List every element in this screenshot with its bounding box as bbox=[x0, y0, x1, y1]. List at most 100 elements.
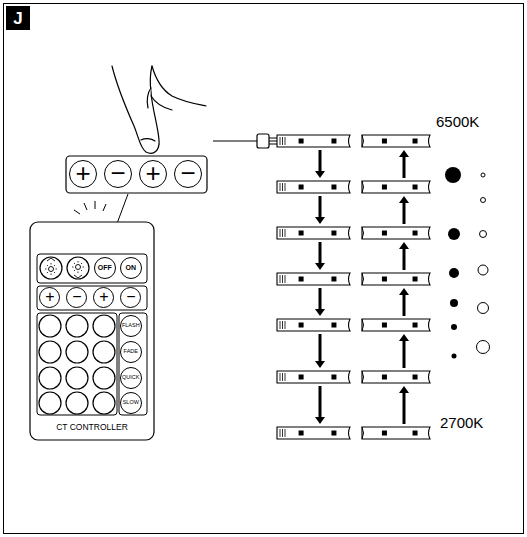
led-strip bbox=[277, 371, 350, 383]
color-temperature-label: 6500K bbox=[436, 114, 479, 129]
keypad-button bbox=[66, 392, 88, 414]
remote-button: + bbox=[39, 287, 60, 308]
strip-cut bbox=[362, 319, 364, 331]
arrow-head bbox=[315, 217, 325, 224]
led-chip bbox=[413, 375, 418, 380]
arrow-shaft bbox=[403, 341, 406, 368]
strip-pin bbox=[280, 373, 281, 381]
remote-housing bbox=[30, 222, 154, 440]
keypad-button bbox=[93, 392, 115, 414]
strip-cut bbox=[362, 135, 364, 147]
panel-frame bbox=[4, 4, 524, 534]
keypad-button bbox=[66, 315, 88, 337]
strip-pin bbox=[285, 275, 286, 283]
arrow-shaft bbox=[319, 196, 322, 217]
arrow-shaft bbox=[319, 150, 322, 171]
strip-pin bbox=[282, 183, 283, 191]
strip-pin bbox=[285, 137, 286, 145]
arrow-shaft bbox=[403, 295, 406, 316]
led-chip bbox=[299, 139, 304, 144]
brightness-down-button bbox=[67, 257, 89, 279]
led-chip bbox=[331, 185, 336, 190]
color-temperature-label: 2700K bbox=[440, 415, 483, 430]
button-label: + bbox=[99, 289, 108, 305]
strip-pin bbox=[280, 321, 281, 329]
led-strips bbox=[277, 135, 430, 439]
keypad-button bbox=[93, 315, 115, 337]
strip-pin bbox=[280, 229, 281, 237]
strip-cut bbox=[362, 371, 364, 383]
arrow-head bbox=[399, 242, 409, 249]
strip-cut bbox=[362, 273, 364, 285]
led-strip bbox=[362, 227, 430, 239]
arrow-head bbox=[315, 361, 325, 368]
button-label: FADE bbox=[124, 349, 138, 355]
strip-pin bbox=[282, 229, 283, 237]
arrow-shaft bbox=[319, 288, 322, 309]
led-strip bbox=[362, 371, 430, 383]
button-label: − bbox=[110, 160, 125, 186]
panel-letter-box: J bbox=[6, 6, 30, 30]
keypad-button bbox=[39, 341, 61, 363]
panel-letter: J bbox=[13, 10, 22, 27]
led-chip bbox=[382, 185, 387, 190]
arrow-shaft bbox=[319, 242, 322, 263]
button-label: QUICK bbox=[122, 375, 139, 381]
led-chip bbox=[331, 277, 336, 282]
strip-pin bbox=[282, 275, 283, 283]
led-chip bbox=[331, 431, 336, 436]
led-chip bbox=[382, 277, 387, 282]
led-chip bbox=[382, 375, 387, 380]
press-indicator bbox=[74, 201, 106, 214]
arrow-head bbox=[315, 171, 325, 178]
direction-arrows bbox=[315, 150, 409, 424]
led-strip bbox=[277, 273, 350, 285]
button-label: ON bbox=[126, 264, 137, 271]
led-chip bbox=[413, 231, 418, 236]
led-chip bbox=[382, 139, 387, 144]
button-label: + bbox=[75, 160, 90, 186]
remote-button: + bbox=[139, 160, 167, 188]
led-chip bbox=[382, 231, 387, 236]
strip-pin bbox=[282, 137, 283, 145]
led-strip bbox=[362, 427, 430, 439]
led-strip bbox=[362, 273, 430, 285]
arrow-head bbox=[399, 150, 409, 157]
led-chip bbox=[299, 375, 304, 380]
led-chip bbox=[331, 231, 336, 236]
strip-pin bbox=[282, 321, 283, 329]
strip-cut bbox=[362, 181, 364, 193]
button-label: + bbox=[45, 289, 54, 305]
led-chip bbox=[413, 185, 418, 190]
button-label: OFF bbox=[98, 264, 112, 271]
remote-button-groups bbox=[37, 254, 147, 415]
remote-button: + bbox=[93, 287, 114, 308]
led-chip bbox=[382, 431, 387, 436]
keypad-button bbox=[93, 341, 115, 363]
remote-button: SLOW bbox=[120, 392, 142, 414]
led-strip bbox=[362, 181, 430, 193]
arrow-shaft bbox=[319, 334, 322, 361]
led-strip bbox=[277, 319, 350, 331]
arrow-head bbox=[399, 288, 409, 295]
led-chip bbox=[413, 277, 418, 282]
keypad-button bbox=[39, 392, 61, 414]
strip-cut bbox=[362, 227, 364, 239]
warm-level-dots bbox=[445, 167, 461, 359]
arrow-head bbox=[315, 417, 325, 424]
led-strip bbox=[362, 319, 430, 331]
strip-pin bbox=[280, 183, 281, 191]
button-label: − bbox=[180, 160, 195, 186]
button-label: SLOW bbox=[123, 400, 139, 406]
led-chip bbox=[299, 323, 304, 328]
led-chip bbox=[331, 323, 336, 328]
remote-button: ON bbox=[120, 257, 142, 279]
remote-button: QUICK bbox=[120, 367, 142, 389]
led-chip bbox=[299, 231, 304, 236]
led-chip bbox=[331, 375, 336, 380]
arrow-shaft bbox=[403, 249, 406, 270]
keypad-button bbox=[39, 315, 61, 337]
button-panel bbox=[66, 156, 207, 193]
arrow-head bbox=[315, 263, 325, 270]
